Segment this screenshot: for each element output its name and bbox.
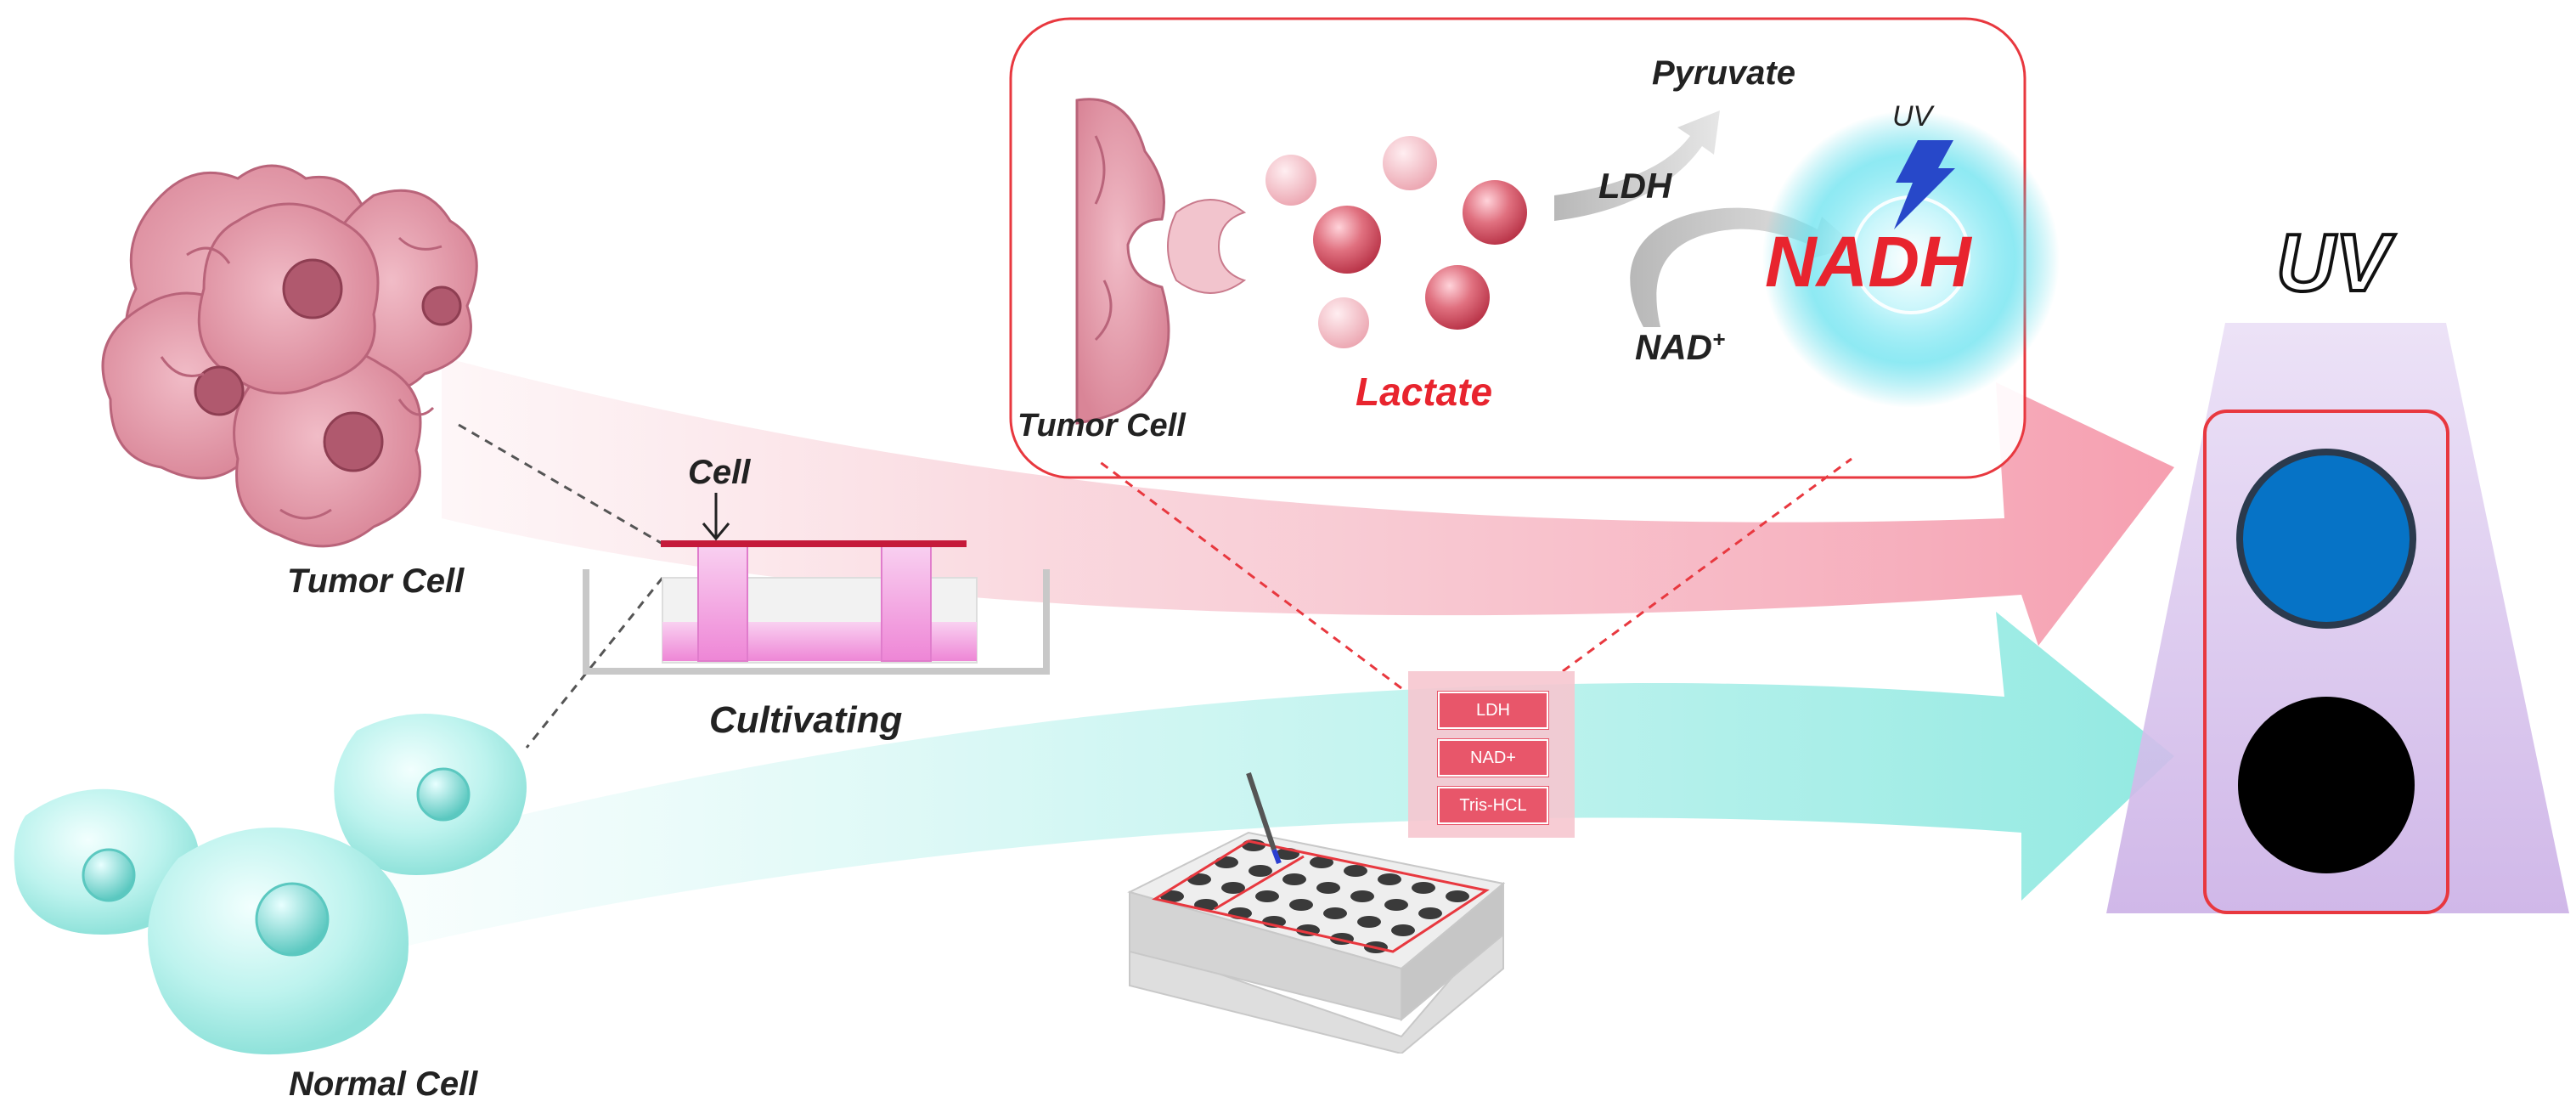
reagent-tris-hcl: Tris-HCL — [1438, 787, 1548, 824]
culture-insert — [583, 540, 1050, 675]
tumor-cell-label: Tumor Cell — [287, 562, 465, 600]
reagent-nad: NAD+ — [1438, 739, 1548, 777]
normal-cell-label: Normal Cell — [289, 1065, 478, 1103]
microplate — [1127, 772, 1506, 1054]
reagent-ldh: LDH — [1438, 692, 1548, 729]
nad-label: NAD+ — [1635, 328, 1725, 365]
lightning-bolt-icon — [1894, 140, 1955, 229]
inset-tumor-cell-label: Tumor Cell — [1017, 408, 1186, 444]
nadh-glow — [1762, 110, 2060, 408]
lactate-label: Lactate — [1356, 370, 1493, 414]
uv-small-label: UV — [1892, 100, 1933, 133]
inset-connector-right — [1562, 457, 1852, 673]
inset-connector-left — [1095, 457, 1402, 690]
inset-tumor-cell — [1075, 98, 1247, 425]
tumor-flow-arrow — [442, 357, 2174, 646]
nad-superscript: + — [1712, 326, 1726, 352]
reaction-arrow-out — [1554, 110, 1720, 221]
negative-well — [2238, 697, 2415, 873]
uv-large-label: UV — [2274, 218, 2391, 308]
normal-connector — [525, 577, 664, 749]
nad-text: NAD — [1635, 327, 1712, 367]
result-frame — [2203, 410, 2449, 914]
cultivating-label: Cultivating — [709, 699, 903, 741]
normal-cells — [14, 714, 527, 1055]
nadh-label: NADH — [1765, 222, 1971, 302]
normal-flow-arrow — [382, 612, 2174, 952]
ldh-label: LDH — [1598, 166, 1672, 206]
cell-label: Cell — [688, 454, 751, 491]
tumor-cell-cluster — [101, 164, 478, 548]
lactate-molecules — [1265, 136, 1527, 348]
arrow-down-icon — [702, 493, 730, 541]
pyruvate-label: Pyruvate — [1652, 54, 1795, 92]
positive-well — [2236, 449, 2416, 629]
